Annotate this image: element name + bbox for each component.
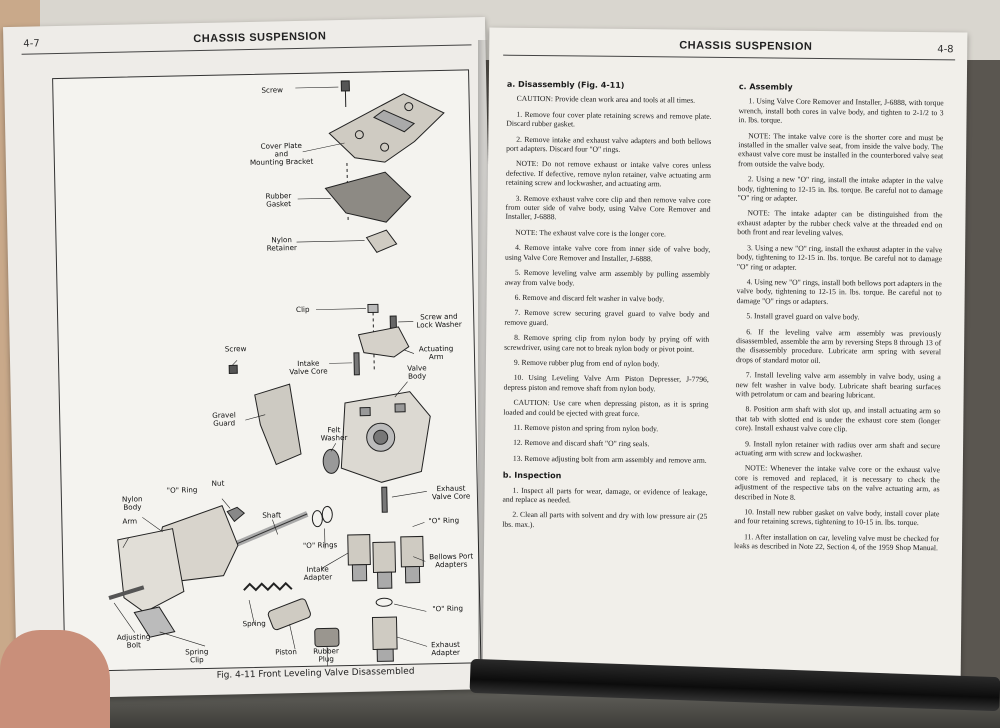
shaft-part: [231, 511, 309, 549]
label-o-ring-1: "O" Ring: [166, 485, 198, 495]
col1-paragraph: 5. Remove leveling valve arm assembly by…: [504, 267, 710, 287]
col2-paragraph: 2. Using a new "O" ring, install the int…: [737, 174, 943, 203]
col1-paragraph: 10. Using Leveling Valve Arm Piston Depr…: [503, 373, 709, 394]
label-clip: Clip: [295, 304, 310, 315]
column-assembly: c. Assembly 1. Using Valve Core Remover …: [734, 80, 944, 559]
col1-paragraph: CAUTION: Provide clean work area and too…: [516, 94, 696, 106]
col1-paragraph: 1. Remove four cover plate retaining scr…: [506, 109, 712, 129]
label-felt-washer: Felt Washer: [320, 425, 348, 443]
col1-inspection-paragraph: 1. Inspect all parts for wear, damage, o…: [502, 485, 708, 505]
label-o-ring-lower: "O" Ring: [432, 603, 464, 614]
figure-caption: Fig. 4-11 Front Leveling Valve Disassemb…: [216, 666, 415, 681]
column-disassembly: a. Disassembly (Fig. 4-11) CAUTION: Prov…: [502, 78, 712, 537]
col1-paragraph: NOTE: Do not remove exhaust or intake va…: [505, 159, 712, 189]
spring-clip-part: [133, 606, 176, 638]
valve-body-part: [340, 391, 431, 483]
label-nut: Nut: [211, 478, 225, 488]
col2-paragraph: 9. Install nylon retainer with radius ov…: [734, 438, 941, 459]
label-bellows-port-adapters: Bellows Port Adapters: [429, 551, 474, 570]
col1-paragraph: NOTE: The exhaust valve core is the long…: [515, 227, 666, 239]
label-screw-top: Screw: [261, 85, 284, 95]
screw-part-top: [340, 80, 350, 107]
label-exhaust-valve-core: Exhaust Valve Core: [431, 483, 471, 502]
col1-paragraph: 2. Remove intake and exhaust valve adapt…: [506, 134, 712, 154]
hand: [0, 630, 110, 728]
right-page-number: 4-8: [937, 44, 954, 56]
col2-paragraph: 5. Install gravel guard on valve body.: [746, 311, 860, 322]
col2-paragraph: 11. After installation on car, leveling …: [733, 532, 940, 553]
label-rubber-gasket: Rubber Gasket: [265, 191, 292, 209]
intake-adapter-part: [347, 534, 371, 582]
heading-inspection: b. Inspection: [502, 470, 562, 481]
label-adjusting-bolt: Adjusting Bolt: [116, 632, 151, 650]
label-shaft: Shaft: [262, 510, 282, 520]
label-arm: Arm: [122, 516, 138, 526]
heading-disassembly: a. Disassembly (Fig. 4-11): [506, 79, 625, 90]
col1-paragraph: 3. Remove exhaust valve core clip and th…: [505, 193, 711, 222]
piston-part: [267, 598, 311, 631]
col1-inspection-paragraph: 2. Clean all parts with solvent and dry …: [502, 510, 708, 529]
right-header-rule: [503, 54, 956, 61]
col1-paragraph: 4. Remove intake valve core from inner s…: [504, 243, 711, 263]
col1-paragraph: CAUTION: Use care when depressing piston…: [503, 397, 709, 418]
label-exhaust-adapter: Exhaust Adapter: [430, 639, 461, 658]
rubber-plug-part: [314, 627, 340, 648]
valve-exploded-drawing: [108, 80, 445, 669]
col1-paragraph: 6. Remove and discard felt washer in val…: [514, 292, 665, 304]
felt-washer-part: [322, 448, 340, 474]
col1-paragraph: 13. Remove adjusting bolt from arm assem…: [512, 453, 707, 465]
col2-paragraph: 6. If the leveling valve arm assembly wa…: [735, 326, 942, 365]
spring-part: [243, 581, 293, 592]
cover-plate-part: [328, 93, 445, 163]
label-spring: Spring: [242, 618, 266, 629]
label-valve-body: Valve Body: [407, 363, 427, 381]
bellows-port-adapters-part: [372, 535, 424, 589]
col2-paragraph: 4. Using new "O" rings, install both bel…: [736, 277, 942, 306]
exhaust-adapter-part: [371, 616, 398, 662]
label-cover-plate: Cover Plate and Mounting Bracket: [249, 140, 314, 167]
col2-paragraph: NOTE: The intake adapter can be distingu…: [737, 208, 943, 238]
actuating-arm-part: [357, 326, 410, 358]
col2-paragraph: NOTE: Whenever the intake valve core or …: [734, 463, 940, 502]
label-nylon-retainer: Nylon Retainer: [266, 235, 298, 253]
col2-paragraph: NOTE: The intake valve core is the short…: [737, 130, 944, 169]
label-rubber-plug: Rubber Plug: [313, 646, 339, 664]
label-screw-left: Screw: [224, 344, 247, 354]
label-screw-lock-washer: Screw and Lock Washer: [416, 311, 462, 330]
exploded-diagram: Screw Cover Plate and Mounting Bracket R…: [52, 69, 482, 672]
label-actuating-arm: Actuating Arm: [418, 343, 454, 362]
label-piston: Piston: [275, 647, 297, 657]
label-intake-valve-core: Intake Valve Core: [289, 358, 328, 377]
heading-assembly: c. Assembly: [738, 82, 793, 92]
right-page-header: CHASSIS SUSPENSION: [679, 39, 813, 53]
left-page-header: CHASSIS SUSPENSION: [193, 30, 327, 46]
col1-paragraph: 12. Remove and discard shaft "O" ring se…: [513, 438, 650, 449]
rubber-gasket-part: [324, 171, 412, 223]
col1-paragraph: 9. Remove rubber plug from end of nylon …: [513, 357, 660, 369]
left-header-rule: [21, 44, 472, 55]
nylon-retainer-part: [365, 229, 398, 253]
label-spring-clip: Spring Clip: [185, 646, 209, 665]
adjusting-bolt-part: [108, 585, 145, 600]
right-page: CHASSIS SUSPENSION 4-8 a. Disassembly (F…: [482, 27, 968, 689]
label-o-rings: "O" Rings: [302, 540, 338, 550]
col2-paragraph: 8. Position arm shaft with slot up, and …: [735, 404, 941, 434]
label-nylon-body: Nylon Body: [121, 494, 143, 512]
clip-part: [367, 303, 379, 314]
col1-paragraph: 7. Remove screw securing gravel guard to…: [504, 308, 710, 327]
label-gravel-guard: Gravel Guard: [212, 410, 236, 428]
left-page: 4-7 CHASSIS SUSPENSION: [3, 17, 499, 699]
col2-paragraph: 7. Install leveling valve arm assembly i…: [735, 370, 941, 400]
col1-paragraph: 11. Remove piston and spring from nylon …: [513, 422, 659, 434]
arm-part: [117, 528, 185, 613]
col2-paragraph: 10. Install new rubber gasket on valve b…: [734, 507, 940, 528]
col1-paragraph: 8. Remove spring clip from nylon body by…: [504, 332, 710, 354]
col2-paragraph: 3. Using a new "O" ring, install the exh…: [736, 242, 943, 272]
left-page-number: 4-7: [23, 38, 40, 50]
intake-valve-core-part: [353, 352, 360, 376]
label-intake-adapter: Intake Adapter: [303, 564, 333, 582]
col2-paragraph: 1. Using Valve Core Remover and Installe…: [738, 96, 944, 125]
gravel-guard-part: [254, 383, 302, 466]
label-o-ring-right: "O" Ring: [428, 515, 460, 526]
